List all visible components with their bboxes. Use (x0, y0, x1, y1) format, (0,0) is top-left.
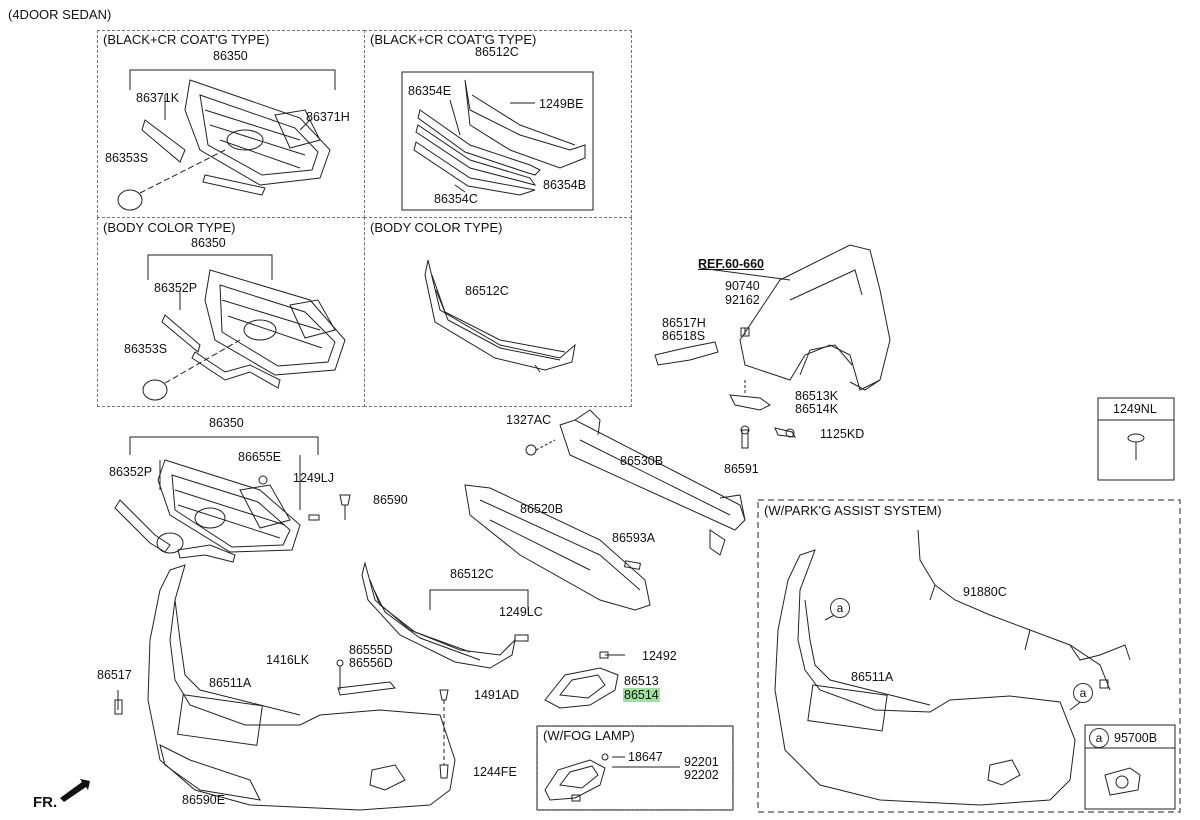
lower-grille-main-drawing (361, 561, 529, 669)
part-label[interactable]: 86591 (724, 462, 759, 476)
section-park-assist: (W/PARK'G ASSIST SYSTEM) (764, 503, 942, 518)
part-label[interactable]: 86530B (620, 454, 664, 468)
grille-body-drawing (142, 254, 346, 401)
grille-main-drawing (114, 436, 351, 563)
part-label[interactable]: 86371H (306, 110, 350, 124)
p1249NL-drawing (1097, 397, 1175, 481)
part-label-highlighted[interactable]: 86514 (623, 688, 660, 702)
part-label[interactable]: 1327AC (506, 413, 552, 427)
part-label[interactable]: 1416LK (266, 653, 310, 667)
part-label[interactable]: 86354C (434, 192, 478, 206)
part-label[interactable]: 86354B (543, 178, 587, 192)
grille-bcr-drawing (117, 69, 336, 211)
bumper-main-drawing (114, 564, 456, 811)
part-label[interactable]: 12492 (642, 649, 677, 663)
part-label[interactable]: 86350 (213, 49, 248, 63)
callout-a: a (1089, 728, 1109, 748)
callout-a: a (830, 598, 850, 618)
part-label[interactable]: 86512C (475, 45, 519, 59)
part-label[interactable]: 86511A (209, 676, 252, 690)
part-label[interactable]: 92201 (684, 755, 719, 769)
part-label[interactable]: 1249LC (499, 605, 543, 619)
part-label[interactable]: 86514K (795, 402, 839, 416)
part-label[interactable]: 90740 (725, 279, 760, 293)
part-label[interactable]: 86593A (612, 531, 656, 545)
part-label[interactable]: 18647 (628, 750, 663, 764)
lower-grille-body-drawing (424, 259, 576, 373)
part-label[interactable]: 1125KD (820, 427, 865, 441)
callout-a: a (1073, 683, 1093, 703)
part-label[interactable]: 86352P (109, 465, 153, 479)
section-grille-body: (BODY COLOR TYPE) (103, 220, 236, 235)
part-label[interactable]: 86520B (520, 502, 564, 516)
part-label[interactable]: 86590 (373, 493, 408, 507)
part-label[interactable]: 86517 (97, 668, 132, 682)
part-label[interactable]: 86512C (465, 284, 509, 298)
part-label[interactable]: 86555D (349, 643, 393, 657)
part-label[interactable]: 86512C (450, 567, 494, 581)
part-label[interactable]: 86371K (136, 91, 180, 105)
part-label[interactable]: 95700B (1114, 731, 1158, 745)
part-label[interactable]: 1249BE (539, 97, 584, 111)
part-label[interactable]: 86511A (851, 670, 894, 684)
section-lower-bcr: (BLACK+CR COAT'G TYPE) (370, 32, 537, 47)
part-label[interactable]: 86350 (191, 236, 226, 250)
park-assist-drawing (757, 499, 1181, 813)
fender-drawing (654, 244, 891, 449)
part-label[interactable]: 86353S (105, 151, 149, 165)
part-label[interactable]: 1491AD (474, 688, 520, 702)
part-label[interactable]: 86518S (662, 329, 706, 343)
front-arrow-icon (60, 779, 90, 802)
part-label[interactable]: 1244FE (473, 765, 517, 779)
part-label[interactable]: 1249LJ (293, 471, 335, 485)
part-label[interactable]: 86352P (154, 281, 198, 295)
part-label[interactable]: 86350 (209, 416, 244, 430)
p95700B-drawing (1084, 724, 1176, 810)
part-label[interactable]: 86517H (662, 316, 706, 330)
section-lower-body: (BODY COLOR TYPE) (370, 220, 503, 235)
part-label[interactable]: 86513K (795, 389, 839, 403)
reference-link[interactable]: REF.60-660 (698, 257, 765, 271)
part-label[interactable]: 86513 (624, 674, 659, 688)
part-label[interactable]: 86556D (349, 656, 393, 670)
front-direction-label: FR. (33, 794, 58, 811)
beam-drawing (464, 409, 746, 611)
part-label[interactable]: 92162 (725, 293, 760, 307)
diagram-title: (4DOOR SEDAN) (8, 7, 112, 22)
part-label[interactable]: 92202 (684, 768, 719, 782)
frame-mid-left (97, 217, 365, 407)
part-label[interactable]: 86353S (124, 342, 168, 356)
part-label[interactable]: 86590E (182, 793, 226, 807)
frame-mid-right (364, 217, 632, 407)
frame-fog-lamp (537, 726, 733, 810)
part-label[interactable]: 86655E (238, 450, 282, 464)
section-grille-bcr: (BLACK+CR COAT'G TYPE) (103, 32, 270, 47)
part-label[interactable]: 1249NL (1113, 402, 1157, 416)
part-label[interactable]: 86354E (408, 84, 452, 98)
section-fog-lamp: (W/FOG LAMP) (543, 728, 635, 743)
lower-grille-bcr-drawing (401, 71, 594, 211)
part-label[interactable]: 91880C (963, 585, 1007, 599)
